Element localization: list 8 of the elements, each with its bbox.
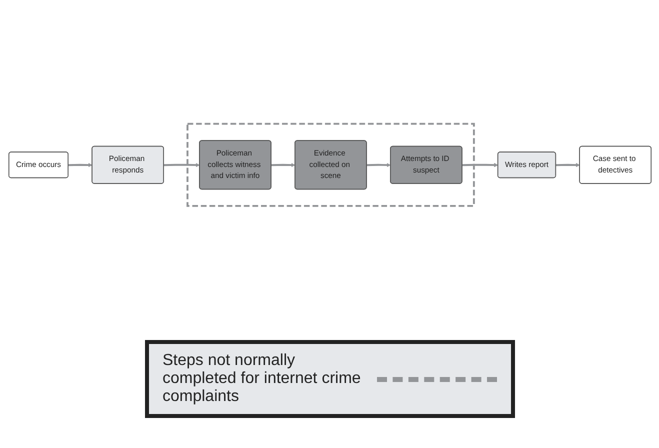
arrow [68, 163, 92, 168]
arrow [462, 163, 498, 168]
arrow [270, 163, 295, 168]
arrow [555, 163, 580, 168]
cluster [186, 123, 474, 208]
arrow [366, 163, 390, 168]
legend-text: Steps not normally completed for internet crime complaints [162, 352, 362, 406]
arrow [163, 163, 200, 168]
